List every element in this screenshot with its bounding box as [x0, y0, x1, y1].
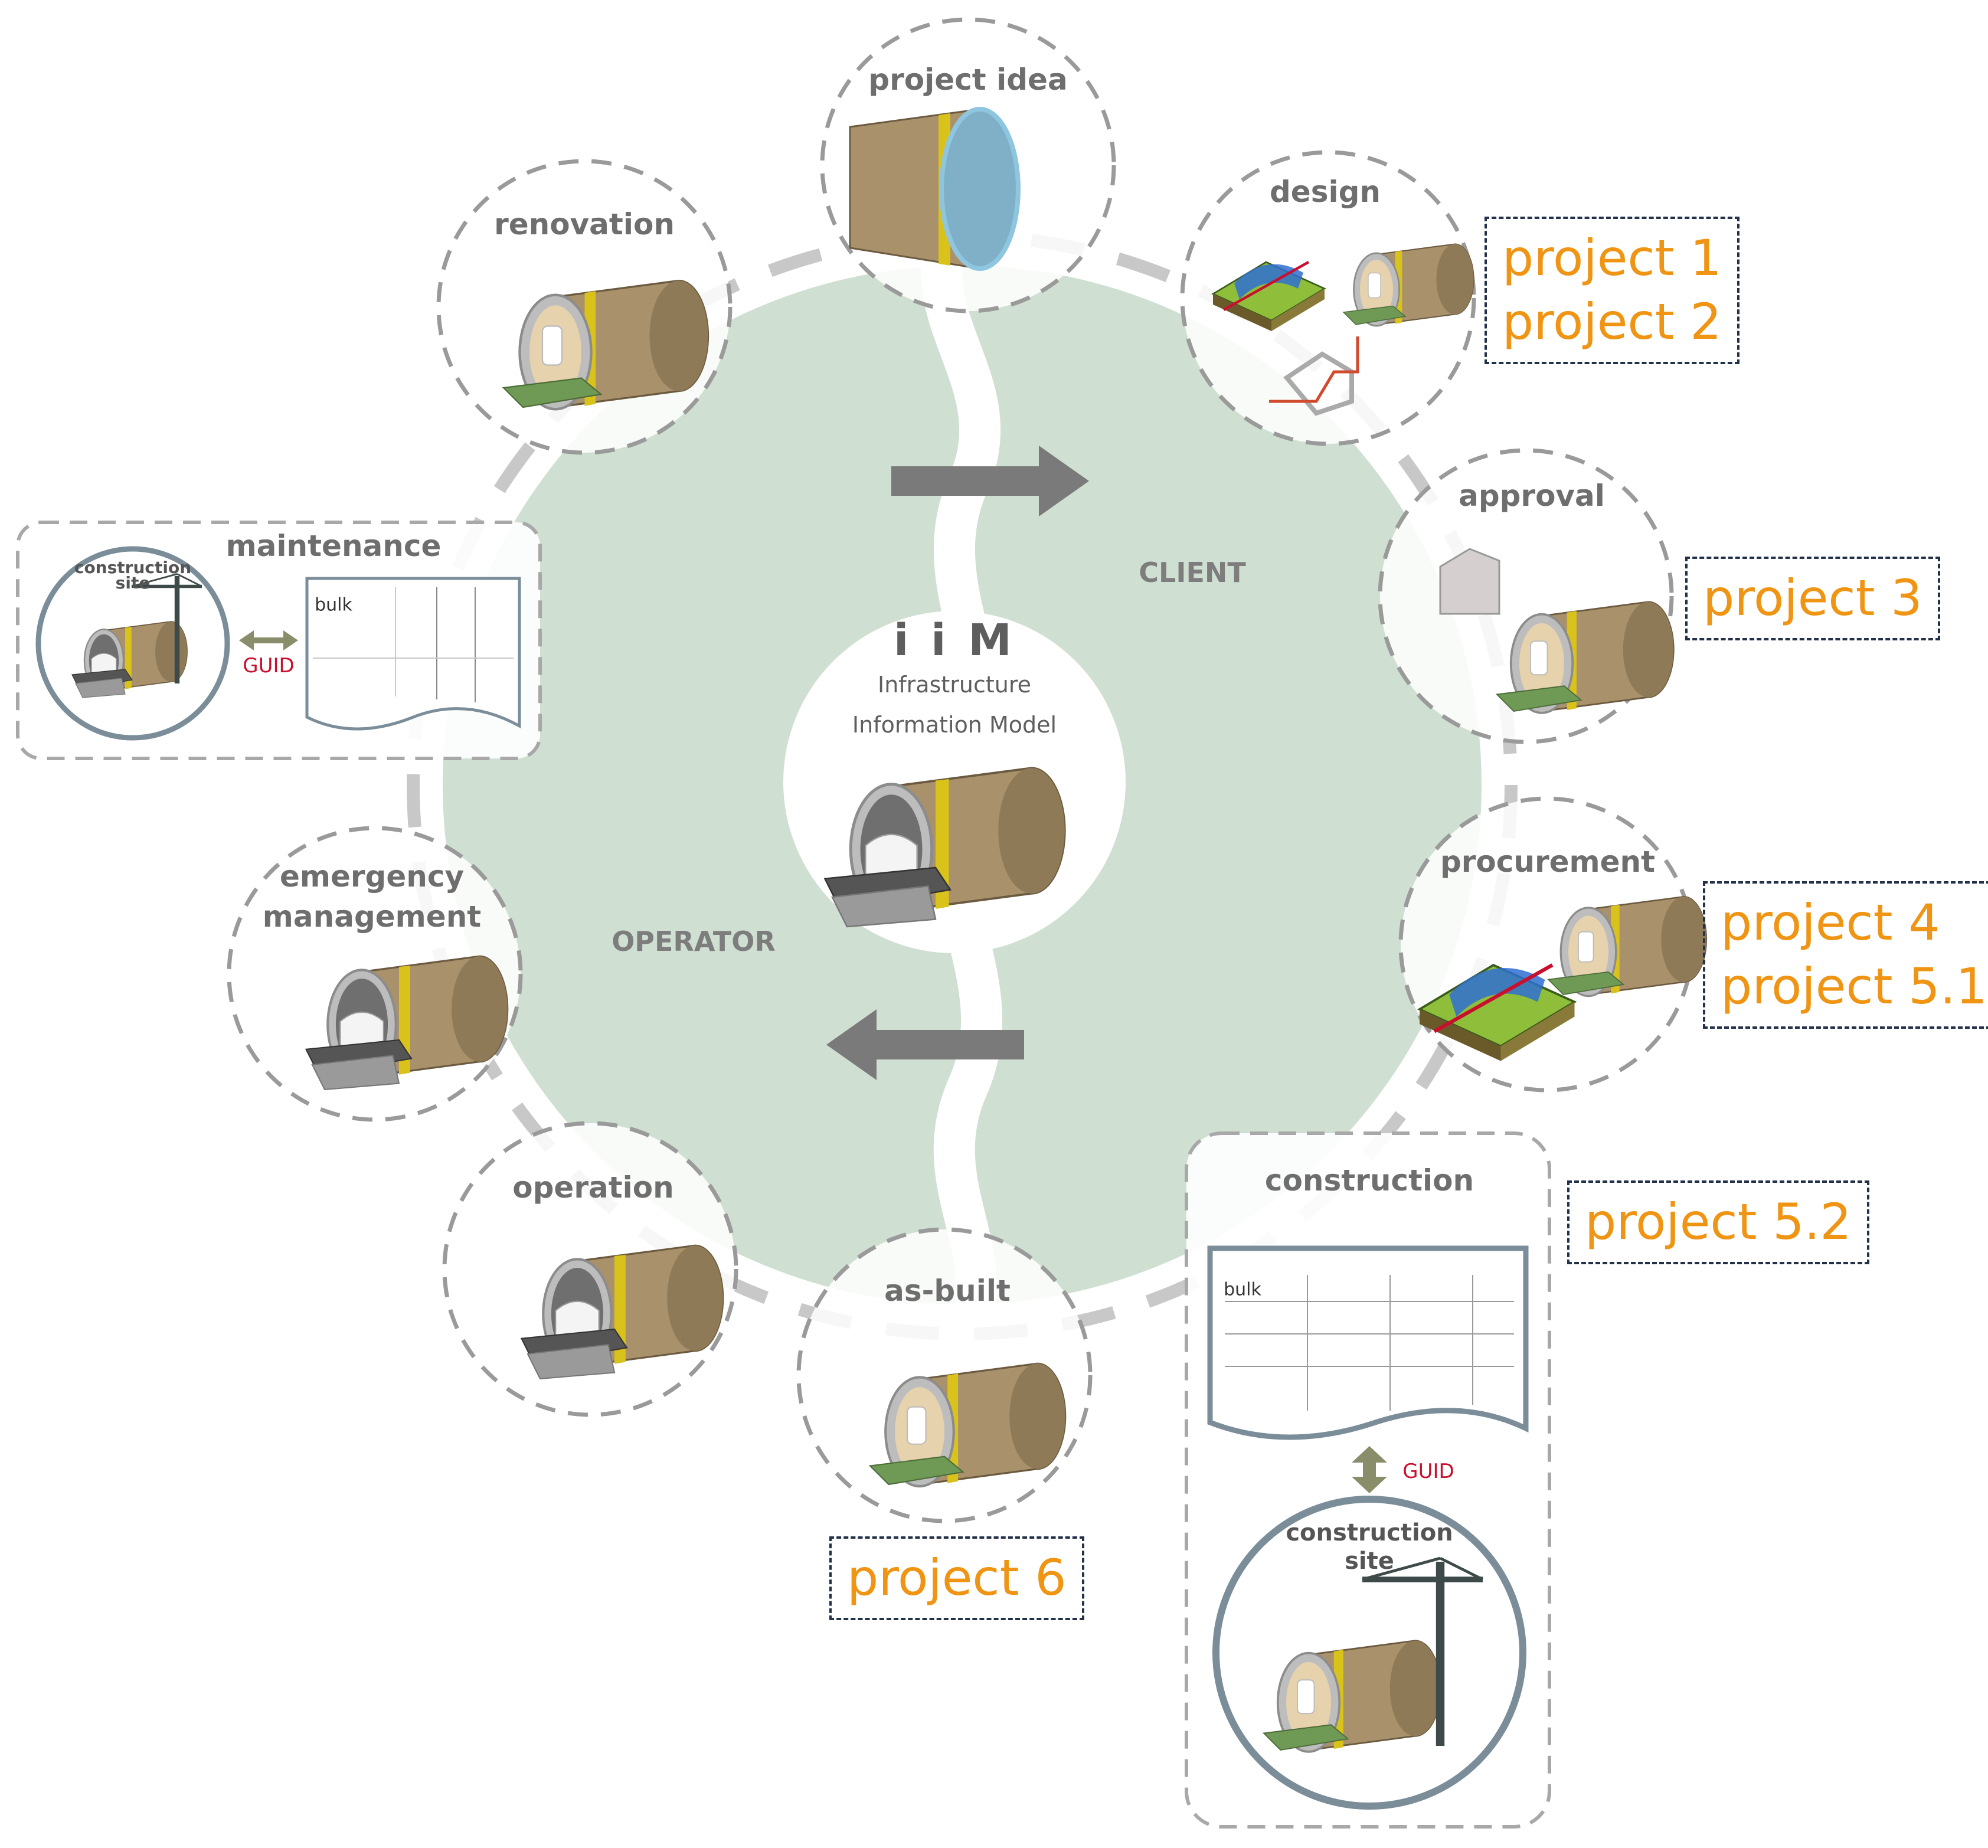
construction-site-line2: site — [1345, 1548, 1394, 1575]
projects-as-built: project 6 — [829, 1536, 1084, 1620]
phase-project-idea — [820, 17, 1116, 313]
project-label: project 3 — [1703, 569, 1922, 627]
role-operator: OPERATOR — [612, 925, 776, 957]
projects-procurement: project 4 project 5.1 — [1703, 881, 1988, 1029]
label-emergency: emergency — [279, 859, 465, 894]
arrow-left-icon — [826, 1009, 1024, 1080]
label-design: design — [1270, 175, 1381, 209]
double-arrow-icon — [239, 630, 298, 650]
maintenance-site-line1: construction — [74, 558, 192, 577]
project-label: project 4 — [1721, 894, 1940, 951]
maintenance-guid-label: GUID — [243, 654, 295, 678]
construction-site-line1: construction — [1286, 1519, 1453, 1546]
projects-design: project 1 project 2 — [1485, 217, 1740, 364]
arrow-right-icon — [891, 446, 1089, 516]
phase-approval — [1378, 448, 1675, 744]
iim-title: i i M — [894, 615, 1015, 666]
phase-procurement — [1398, 796, 1708, 1093]
label-operation: operation — [512, 1170, 674, 1205]
iim-subtitle-line1: Infrastructure — [877, 672, 1032, 698]
label-approval: approval — [1459, 479, 1605, 513]
table-document-icon — [1207, 1245, 1529, 1440]
construction-guid-label: GUID — [1402, 1460, 1454, 1483]
phase-as-built — [796, 1227, 1093, 1523]
phase-operation — [442, 1121, 738, 1417]
double-arrow-icon — [1352, 1446, 1387, 1493]
project-label: project 6 — [847, 1549, 1067, 1607]
phase-design — [1180, 150, 1476, 446]
project-label: project 1 — [1502, 229, 1722, 287]
projects-approval: project 3 — [1685, 557, 1940, 640]
phase-emergency-management — [227, 826, 523, 1122]
label-as-built: as-built — [884, 1274, 1011, 1308]
label-renovation: renovation — [494, 207, 675, 241]
label-project-idea: project idea — [868, 63, 1068, 97]
phase-construction — [1185, 1131, 1551, 1829]
table-document-icon — [305, 577, 521, 731]
role-client: CLIENT — [1139, 557, 1246, 588]
project-label: project 5.1 — [1721, 957, 1987, 1015]
label-maintenance: maintenance — [225, 529, 442, 563]
projects-construction: project 5.2 — [1567, 1180, 1869, 1264]
project-label: project 2 — [1502, 293, 1722, 351]
phase-maintenance — [16, 521, 542, 760]
label-procurement: procurement — [1440, 845, 1656, 879]
construction-bulk-label: bulk — [1224, 1279, 1261, 1300]
project-label: project 5.2 — [1585, 1193, 1852, 1251]
maintenance-bulk-label: bulk — [315, 594, 352, 616]
label-management: management — [262, 900, 482, 934]
phase-renovation — [436, 159, 733, 455]
iim-subtitle-line2: Information Model — [852, 712, 1057, 738]
label-construction: construction — [1264, 1163, 1474, 1198]
maintenance-site-line2: site — [115, 573, 151, 593]
